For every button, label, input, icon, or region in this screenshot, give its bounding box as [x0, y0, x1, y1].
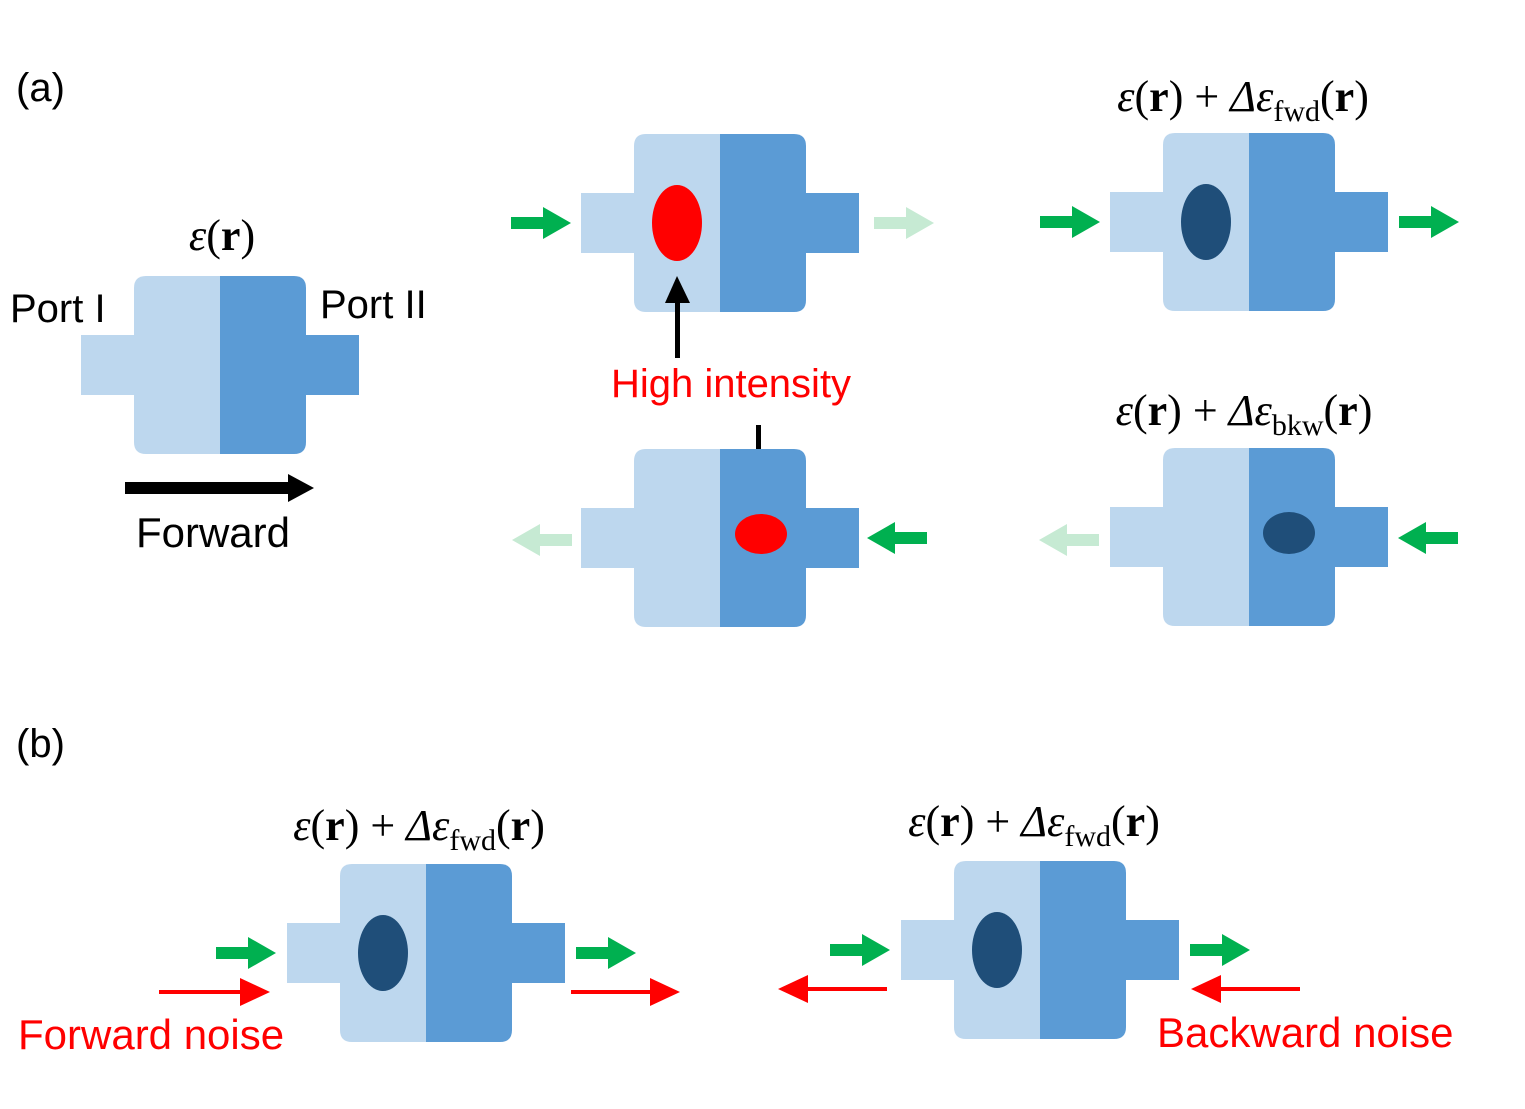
forward-noise-label: Forward noise: [18, 1011, 284, 1058]
panel-b-left-formula: ε(r) + Δεfwd(r): [293, 801, 545, 857]
backward-noise-label: Backward noise: [1157, 1009, 1453, 1056]
device-forward-modified: [1110, 133, 1388, 311]
input-arrow-bottom-middle: [867, 522, 927, 554]
panel-b-label: (b): [16, 722, 65, 766]
hotspot-backward: [735, 514, 787, 554]
device-forward-noise: [287, 864, 565, 1042]
backward-noise-in-arrow: [1191, 975, 1300, 1003]
output-arrow-bottom-middle: [512, 524, 572, 556]
device-forward-excitation: [581, 134, 859, 312]
signal-out-arrow-b-left: [576, 937, 636, 969]
pointer-up-arrow: [665, 276, 690, 358]
forward-noise-in-arrow: [159, 978, 270, 1006]
input-arrow-top-right: [1040, 206, 1100, 238]
high-intensity-label: High intensity: [611, 362, 851, 406]
modified-region-backward: [1263, 512, 1315, 554]
panel-b-right-formula: ε(r) + Δεfwd(r): [908, 797, 1160, 853]
device-backward-modified: [1110, 448, 1388, 626]
device-backward-noise: [901, 861, 1179, 1039]
fwd-formula-top: ε(r) + Δεfwd(r): [1117, 72, 1369, 128]
hotspot-forward: [652, 185, 702, 261]
forward-label: Forward: [136, 509, 290, 556]
forward-direction-arrow: [125, 474, 314, 502]
backward-noise-out-arrow: [778, 975, 887, 1003]
port-i-label: Port I: [10, 287, 106, 331]
modified-region-forward: [1181, 184, 1231, 260]
forward-noise-out-arrow: [571, 978, 680, 1006]
bkw-formula: ε(r) + Δεbkw(r): [1116, 386, 1373, 442]
signal-in-arrow-b-left: [216, 937, 276, 969]
output-arrow-top-right: [1399, 206, 1459, 238]
signal-in-arrow-b-right: [830, 934, 890, 966]
modified-region-b-left: [358, 915, 408, 991]
base-device-formula: ε(r): [189, 211, 255, 260]
output-arrow-bottom-right: [1039, 524, 1099, 556]
modified-region-b-right: [972, 912, 1022, 988]
device-backward-excitation: [581, 449, 859, 627]
port-ii-label: Port II: [320, 283, 427, 327]
base-device: [81, 276, 359, 454]
signal-out-arrow-b-right: [1190, 934, 1250, 966]
input-arrow-bottom-right: [1398, 522, 1458, 554]
input-arrow-top-middle: [511, 207, 571, 239]
panel-a-label: (a): [16, 66, 65, 110]
output-arrow-top-middle: [874, 207, 934, 239]
